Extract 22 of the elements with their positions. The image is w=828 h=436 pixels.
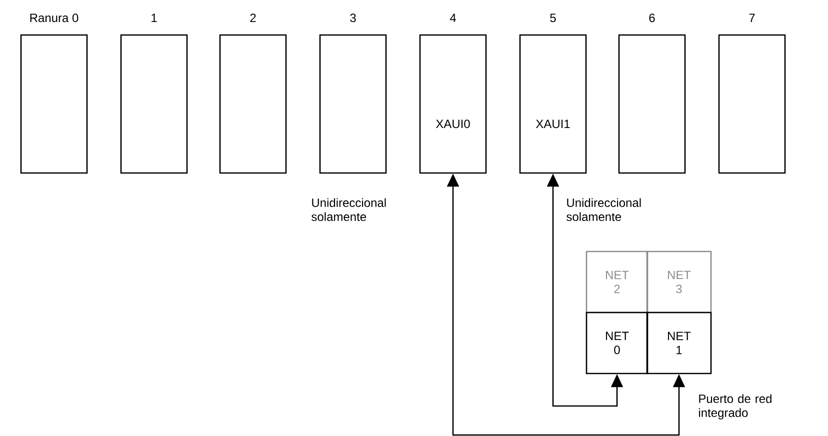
port-box: NET 1 — [646, 312, 712, 374]
slot-box: Ranura 0 — [20, 14, 88, 174]
slot-box: 6 — [618, 14, 686, 174]
note-label: Puerto de red integrado — [699, 394, 772, 420]
node-label: 5 — [550, 14, 556, 22]
port-box: NET 2 — [586, 250, 648, 314]
slot-box: 3 — [319, 14, 387, 174]
node-label: 7 — [749, 14, 755, 22]
port-box: NET 0 — [586, 312, 648, 374]
node-label: 6 — [649, 14, 655, 22]
slot-box: 7 — [718, 14, 786, 174]
port-box: NET 3 — [646, 250, 712, 314]
node-label: 4 — [450, 14, 456, 22]
node-label: 2 — [250, 14, 256, 22]
node-label: 3 — [350, 14, 356, 22]
slot-box: 1 — [120, 14, 188, 174]
slot-box: 2 — [219, 14, 287, 174]
note-label: Unidireccional solamente — [312, 198, 386, 221]
note-label: Unidireccional solamente — [566, 198, 641, 221]
node-label: 1 — [152, 14, 157, 22]
node-label: Ranura 0 — [30, 14, 78, 22]
slot-box: 4 XAUI0 — [419, 14, 487, 174]
